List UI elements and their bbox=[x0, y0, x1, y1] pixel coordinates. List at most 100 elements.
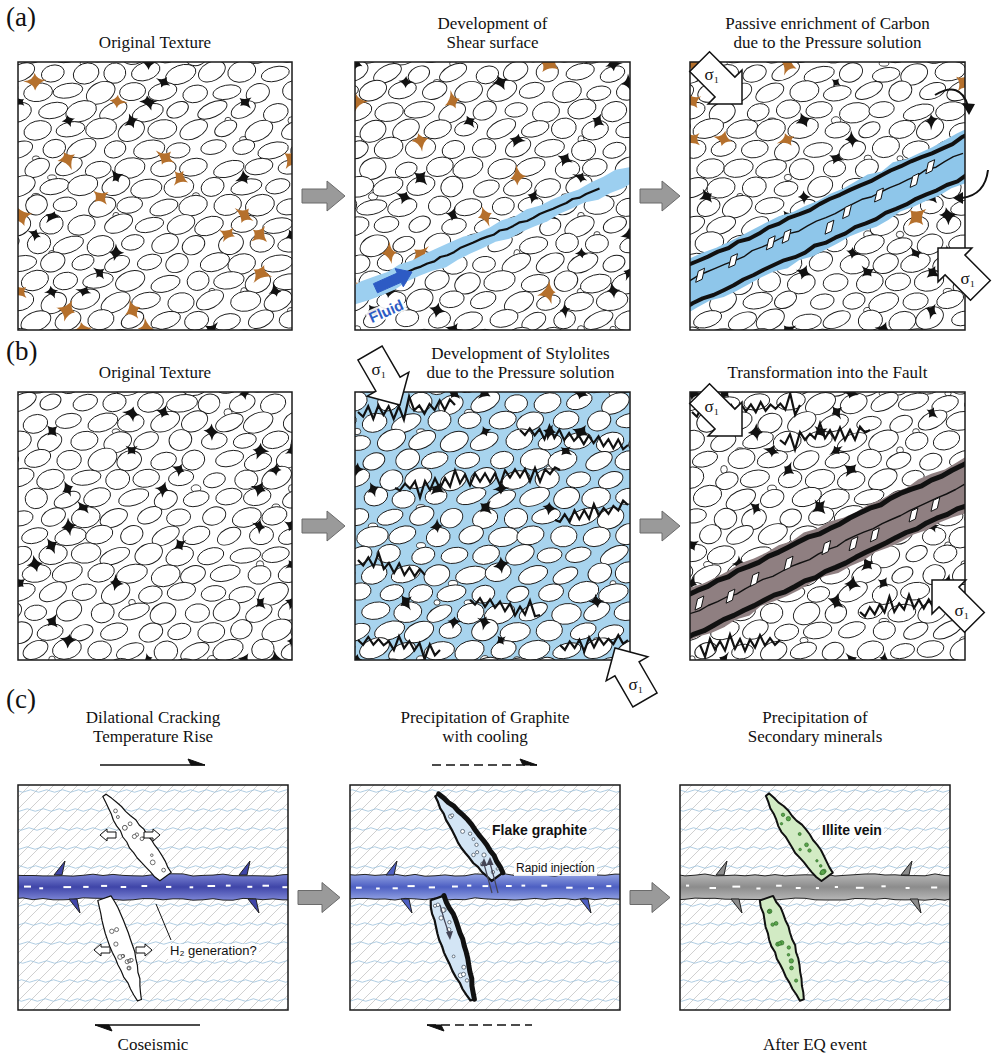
stress-arrow bbox=[690, 384, 742, 436]
grain bbox=[601, 140, 628, 161]
grain bbox=[378, 582, 406, 604]
pore-fill bbox=[355, 654, 362, 660]
vein-grain bbox=[768, 909, 772, 913]
grain bbox=[247, 564, 273, 586]
wave-line bbox=[18, 809, 288, 812]
grain bbox=[931, 542, 959, 566]
grain bbox=[705, 543, 737, 568]
clast bbox=[766, 236, 775, 250]
grain bbox=[276, 561, 292, 586]
grain bbox=[149, 308, 183, 330]
carbon-layer bbox=[690, 496, 965, 640]
pore-fill bbox=[478, 392, 491, 399]
pore-fill bbox=[285, 595, 292, 610]
grain bbox=[471, 255, 496, 274]
heading-group: Passive enrichment of Carbon due to the … bbox=[715, 14, 940, 53]
stylolite bbox=[520, 426, 628, 449]
wave-line bbox=[18, 923, 288, 926]
grain bbox=[773, 179, 799, 198]
vein-grain bbox=[140, 837, 144, 841]
pore-fill bbox=[560, 303, 570, 318]
grain bbox=[243, 156, 274, 177]
grain bbox=[809, 292, 836, 312]
pore-fill bbox=[561, 446, 573, 455]
pore-fill bbox=[510, 165, 526, 186]
grain bbox=[18, 392, 39, 416]
wave-line bbox=[680, 980, 950, 983]
clast bbox=[729, 254, 738, 268]
grain bbox=[278, 308, 292, 330]
grain bbox=[519, 309, 549, 330]
grain bbox=[149, 230, 181, 257]
pore-fill bbox=[831, 406, 842, 420]
vein-grain bbox=[789, 959, 793, 963]
shear-sense-head bbox=[520, 759, 537, 765]
wave-line bbox=[350, 923, 620, 926]
grain bbox=[84, 115, 118, 141]
pore-fill bbox=[109, 244, 124, 262]
pore-fill bbox=[925, 113, 938, 130]
grain bbox=[739, 467, 771, 490]
vein-grain bbox=[115, 928, 119, 932]
grain bbox=[129, 62, 163, 84]
grain bbox=[612, 520, 630, 549]
grain bbox=[260, 428, 290, 451]
grain bbox=[564, 545, 593, 565]
clast bbox=[142, 885, 148, 887]
grain bbox=[149, 449, 179, 472]
fault-branch bbox=[239, 861, 250, 875]
grain bbox=[52, 270, 79, 292]
grain bbox=[601, 252, 628, 275]
stylolite bbox=[692, 394, 800, 417]
grain bbox=[420, 78, 449, 103]
clast bbox=[247, 886, 252, 888]
stress-arrow bbox=[358, 346, 409, 405]
pore-fill bbox=[124, 114, 138, 129]
clast bbox=[63, 886, 71, 888]
stylolite bbox=[358, 553, 425, 576]
grain-texture bbox=[690, 62, 965, 330]
clast bbox=[843, 205, 852, 219]
pore-fill bbox=[699, 189, 712, 203]
pore-fill bbox=[125, 299, 140, 319]
grain bbox=[18, 509, 35, 529]
clast bbox=[190, 886, 194, 888]
grain bbox=[856, 448, 883, 470]
wave-line bbox=[350, 999, 620, 1002]
pore-fill bbox=[910, 246, 922, 258]
carbon-layer bbox=[690, 167, 965, 309]
grain bbox=[136, 620, 165, 646]
heading-group: Transformation into the Fault bbox=[688, 363, 968, 383]
grain bbox=[102, 210, 136, 237]
grain bbox=[690, 482, 724, 511]
vein-grain bbox=[468, 832, 471, 835]
pore-fill bbox=[46, 211, 62, 223]
stress-label: σ₁ bbox=[628, 676, 643, 693]
grain bbox=[212, 311, 243, 330]
grain bbox=[856, 600, 884, 622]
pore-fill bbox=[925, 304, 936, 320]
grain bbox=[903, 542, 930, 565]
flow-arrow bbox=[298, 883, 340, 913]
pore-fill bbox=[713, 131, 732, 146]
pore-fill bbox=[251, 482, 266, 497]
pore-fill bbox=[430, 519, 443, 534]
vein-grain bbox=[452, 955, 455, 958]
pore-fill bbox=[690, 93, 701, 108]
wave-line bbox=[350, 942, 620, 945]
grain bbox=[613, 307, 630, 330]
pore-fill bbox=[845, 653, 857, 661]
vein-grain bbox=[798, 833, 801, 836]
texture-panel: Development of Shear surface bbox=[355, 62, 630, 330]
panel-heading: Precipitation of Graphite with cooling bbox=[390, 708, 580, 747]
pore-fill bbox=[61, 518, 76, 537]
wave-line bbox=[350, 961, 620, 964]
clast bbox=[101, 885, 107, 887]
grain bbox=[55, 448, 83, 472]
grain bbox=[118, 522, 146, 548]
grain bbox=[581, 524, 613, 550]
panel-ground bbox=[18, 392, 292, 660]
panel-frame bbox=[355, 392, 630, 660]
grain bbox=[489, 449, 516, 471]
grain bbox=[856, 308, 884, 330]
